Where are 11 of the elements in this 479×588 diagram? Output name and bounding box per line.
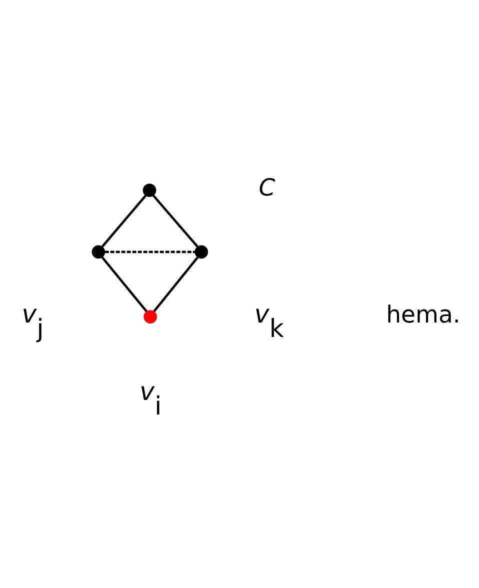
connector — [101, 256, 148, 312]
label: C — [258, 173, 276, 202]
connector — [152, 194, 198, 248]
label: hema. — [386, 300, 460, 329]
node-circle — [92, 245, 106, 259]
connector — [101, 194, 147, 248]
connector — [153, 256, 199, 312]
node-circle — [144, 310, 157, 324]
connector — [104, 250, 195, 254]
node-circle — [194, 245, 208, 259]
node-circle — [142, 184, 156, 197]
